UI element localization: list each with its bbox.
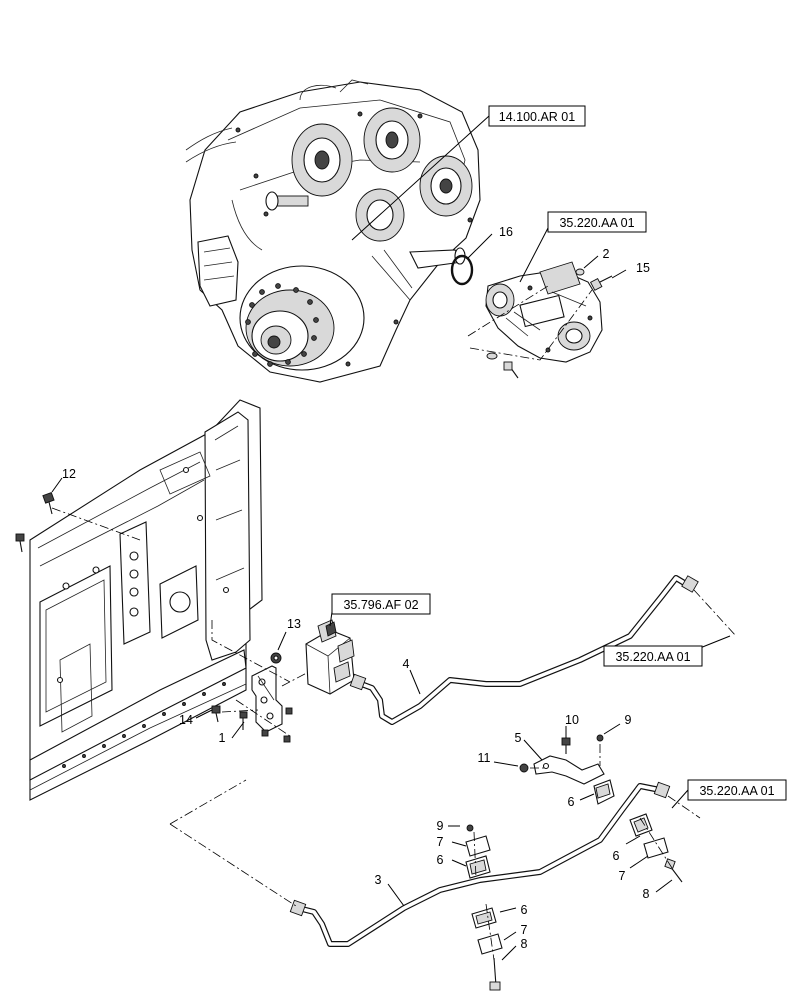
washer-lower — [486, 352, 498, 360]
callout-7-right[interactable]: 7 — [619, 869, 626, 883]
hydraulic-pump — [485, 261, 603, 363]
ref-box-tube-lower[interactable]: 35.220.AA 01 — [687, 779, 787, 801]
bolt-lower — [503, 361, 519, 379]
bolt-10 — [561, 737, 571, 754]
callout-5[interactable]: 5 — [515, 731, 522, 745]
ref-box-pump[interactable]: 35.220.AA 01 — [547, 211, 647, 233]
plate-7-right — [643, 837, 669, 859]
callout-7-center[interactable]: 7 — [437, 835, 444, 849]
callout-14[interactable]: 14 — [179, 713, 193, 727]
callout-10[interactable]: 10 — [565, 713, 579, 727]
plate-7-lower — [477, 933, 503, 955]
callout-6-right[interactable]: 6 — [613, 849, 620, 863]
ref-valve-label: 35.796.AF 02 — [343, 598, 418, 612]
ref-tube-lower-label: 35.220.AA 01 — [699, 784, 774, 798]
callout-13[interactable]: 13 — [287, 617, 301, 631]
callout-6-center[interactable]: 6 — [437, 853, 444, 867]
bolt-8-lower — [489, 957, 501, 991]
bolt-lower-bracket-a — [261, 729, 269, 737]
callout-9-upper[interactable]: 9 — [625, 713, 632, 727]
leader-ref-pump — [519, 227, 549, 283]
callout-12[interactable]: 12 — [62, 467, 76, 481]
ref-tube-upper-label: 35.220.AA 01 — [615, 650, 690, 664]
callout-9-lower[interactable]: 9 — [437, 819, 444, 833]
mounting-bracket-1 — [251, 665, 283, 733]
tube-4 — [349, 575, 699, 725]
clamp-6-center — [465, 855, 491, 879]
clamp-6-upper — [593, 779, 615, 805]
callout-6-lower[interactable]: 6 — [521, 903, 528, 917]
callout-16[interactable]: 16 — [499, 225, 513, 239]
ref-box-gearbox[interactable]: 14.100.AR 01 — [488, 105, 586, 127]
nut-11 — [519, 763, 529, 773]
nut-13 — [270, 652, 282, 664]
leader-ref-tube-lower — [671, 789, 689, 809]
callout-8-right[interactable]: 8 — [643, 887, 650, 901]
callout-8-lower[interactable]: 8 — [521, 937, 528, 951]
gearbox-assembly — [185, 79, 481, 383]
leader-ref-gearbox — [351, 115, 490, 241]
tube-3 — [289, 781, 671, 947]
callout-7-lower[interactable]: 7 — [521, 923, 528, 937]
callout-1[interactable]: 1 — [219, 731, 226, 745]
bolt-1 — [239, 711, 248, 730]
bolt-15 — [589, 275, 613, 291]
washer-2 — [575, 268, 585, 276]
callout-4[interactable]: 4 — [403, 657, 410, 671]
ref-box-valve[interactable]: 35.796.AF 02 — [331, 593, 431, 615]
callout-6-upper[interactable]: 6 — [568, 795, 575, 809]
bolt-12 — [42, 491, 55, 515]
clamp-6-lower — [471, 907, 497, 929]
bolt-14 — [211, 705, 221, 723]
nut-9-upper — [596, 734, 604, 742]
ref-box-tube-upper[interactable]: 35.220.AA 01 — [603, 645, 703, 667]
valve-block — [305, 619, 355, 695]
o-ring — [450, 254, 474, 286]
clamp-6-right — [629, 813, 653, 837]
bolt-8-right — [664, 858, 683, 883]
nut-9-lower — [466, 824, 474, 832]
bracket-5 — [533, 755, 605, 785]
bolt-frame-left — [15, 533, 25, 553]
callout-2[interactable]: 2 — [603, 247, 610, 261]
chassis-frame — [29, 399, 263, 801]
ref-gearbox-label: 14.100.AR 01 — [499, 110, 575, 124]
callout-3[interactable]: 3 — [375, 873, 382, 887]
bolt-lower-bracket-b — [285, 707, 293, 715]
callout-15[interactable]: 15 — [636, 261, 650, 275]
ref-pump-label: 35.220.AA 01 — [559, 216, 634, 230]
leader-ref-tube-upper — [699, 635, 731, 649]
bolt-lower-bracket-c — [283, 735, 291, 743]
plate-7-center — [465, 835, 491, 857]
callout-11[interactable]: 11 — [478, 751, 491, 765]
